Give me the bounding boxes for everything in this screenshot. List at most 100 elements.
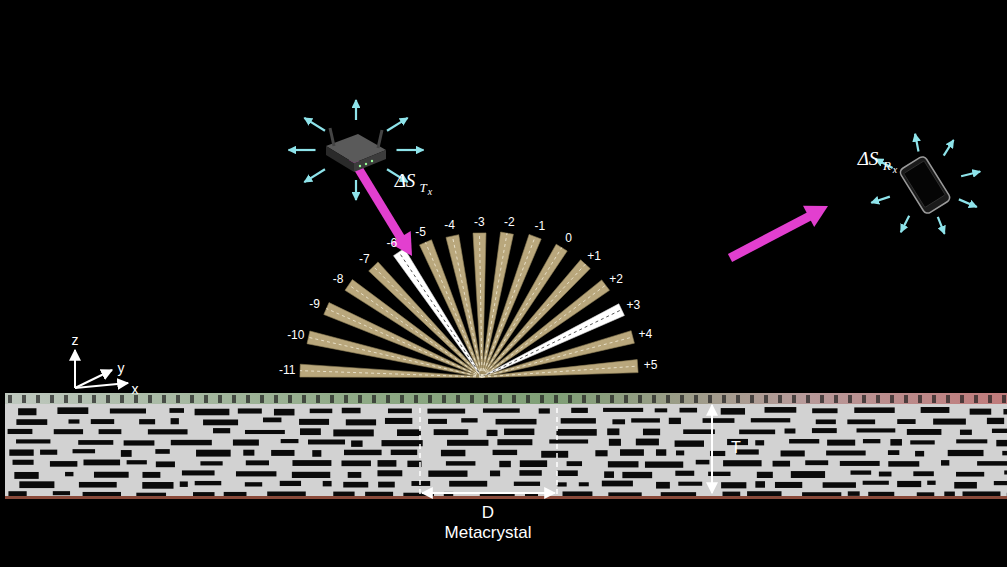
surface-groove bbox=[834, 395, 838, 403]
crystal-cell bbox=[826, 451, 866, 456]
crystal-cell bbox=[791, 471, 825, 478]
crystal-cell bbox=[514, 482, 540, 486]
beam-direction-bar bbox=[482, 360, 638, 378]
radiation-arrow bbox=[387, 118, 408, 131]
surface-groove bbox=[64, 395, 68, 403]
axis-label: z bbox=[72, 333, 79, 347]
crystal-cell bbox=[79, 482, 117, 488]
router-front bbox=[354, 150, 386, 172]
router-antenna bbox=[378, 130, 382, 148]
phone-icon bbox=[899, 155, 952, 215]
beam-index: -3 bbox=[474, 216, 485, 228]
radiation-arrow bbox=[938, 217, 945, 234]
ground-plane bbox=[5, 496, 1007, 499]
surface-groove bbox=[568, 395, 572, 403]
crystal-cell bbox=[765, 407, 797, 413]
crystal-cell bbox=[823, 482, 856, 488]
crystal-cell bbox=[631, 418, 660, 422]
surface-groove bbox=[708, 395, 712, 403]
surface-groove bbox=[386, 395, 390, 403]
crystal-cell bbox=[910, 440, 934, 444]
radiation-arrow bbox=[355, 180, 357, 200]
crystal-cell bbox=[195, 481, 222, 485]
crystal-cell bbox=[897, 481, 921, 487]
surface-groove bbox=[582, 395, 586, 403]
crystal-cell bbox=[956, 472, 984, 477]
surface-groove bbox=[764, 395, 768, 403]
crystal-cell bbox=[54, 429, 83, 434]
crystal-cell bbox=[954, 482, 977, 489]
crystal-cell bbox=[655, 408, 668, 412]
crystal-cell bbox=[16, 439, 50, 443]
surface-groove bbox=[988, 395, 992, 403]
crystal-cell bbox=[888, 461, 919, 466]
crystal-cell bbox=[994, 481, 1007, 485]
beam-index: -8 bbox=[333, 273, 344, 285]
crystal-cell bbox=[496, 419, 537, 425]
crystal-cell bbox=[897, 419, 915, 424]
crystal-cell bbox=[1002, 451, 1007, 455]
crystal-cell bbox=[124, 440, 155, 445]
bar-centerline bbox=[482, 310, 622, 377]
crystal-cell bbox=[428, 419, 447, 424]
radiation-arrows bbox=[871, 134, 980, 234]
surface-groove bbox=[36, 395, 40, 403]
crystal-cell bbox=[812, 408, 837, 413]
crystal-cell bbox=[499, 461, 511, 467]
surface-groove bbox=[274, 395, 278, 403]
surface-groove bbox=[554, 395, 558, 403]
surface-groove bbox=[974, 395, 978, 403]
surface-groove bbox=[246, 395, 250, 403]
surface-groove bbox=[946, 395, 950, 403]
surface-groove bbox=[162, 395, 166, 403]
axis-label: y bbox=[118, 361, 125, 375]
surface-groove bbox=[134, 395, 138, 403]
bar-centerline bbox=[482, 337, 633, 377]
beam-fan bbox=[300, 232, 638, 378]
radiation-arrow bbox=[961, 172, 980, 177]
radiation-arrow bbox=[959, 199, 977, 207]
crystal-cell bbox=[346, 419, 376, 425]
beam-index: -10 bbox=[287, 329, 304, 341]
crystal-cell bbox=[483, 408, 520, 412]
crystal-cell bbox=[142, 482, 173, 489]
surface-groove bbox=[400, 395, 404, 403]
crystal-cell bbox=[69, 419, 80, 423]
surface-groove bbox=[428, 395, 432, 403]
crystal-cell bbox=[461, 418, 477, 422]
crystal-cell bbox=[996, 440, 1007, 446]
crystal-cell bbox=[827, 440, 855, 446]
crystal-cell bbox=[263, 418, 281, 423]
crystal-cell bbox=[773, 461, 791, 467]
metacrystal-surface bbox=[5, 393, 1007, 404]
crystal-cell bbox=[121, 450, 132, 457]
beam-index: +3 bbox=[626, 299, 640, 311]
crystal-cell bbox=[142, 472, 160, 478]
surface-groove bbox=[120, 395, 124, 403]
crystal-cell bbox=[8, 429, 33, 434]
crystal-cell bbox=[300, 428, 321, 435]
surface-groove bbox=[344, 395, 348, 403]
crystal-cell bbox=[388, 409, 412, 414]
crystal-cell bbox=[434, 429, 469, 435]
metacrystal-pattern bbox=[8, 395, 1007, 499]
crystal-cell bbox=[785, 428, 796, 433]
crystal-cell bbox=[91, 419, 114, 424]
bar-centerline bbox=[300, 371, 482, 377]
crystal-cell bbox=[751, 418, 790, 422]
surface-groove bbox=[624, 395, 628, 403]
surface-groove bbox=[806, 395, 810, 403]
crystal-cell bbox=[622, 472, 652, 478]
surface-groove bbox=[456, 395, 460, 403]
crystal-cell bbox=[612, 419, 625, 424]
crystal-cell bbox=[840, 461, 880, 466]
crystal-cell bbox=[343, 482, 368, 488]
crystal-cell bbox=[40, 450, 57, 455]
beam-index: -2 bbox=[504, 216, 515, 228]
surface-groove bbox=[498, 395, 502, 403]
beam-index: -4 bbox=[444, 219, 455, 231]
